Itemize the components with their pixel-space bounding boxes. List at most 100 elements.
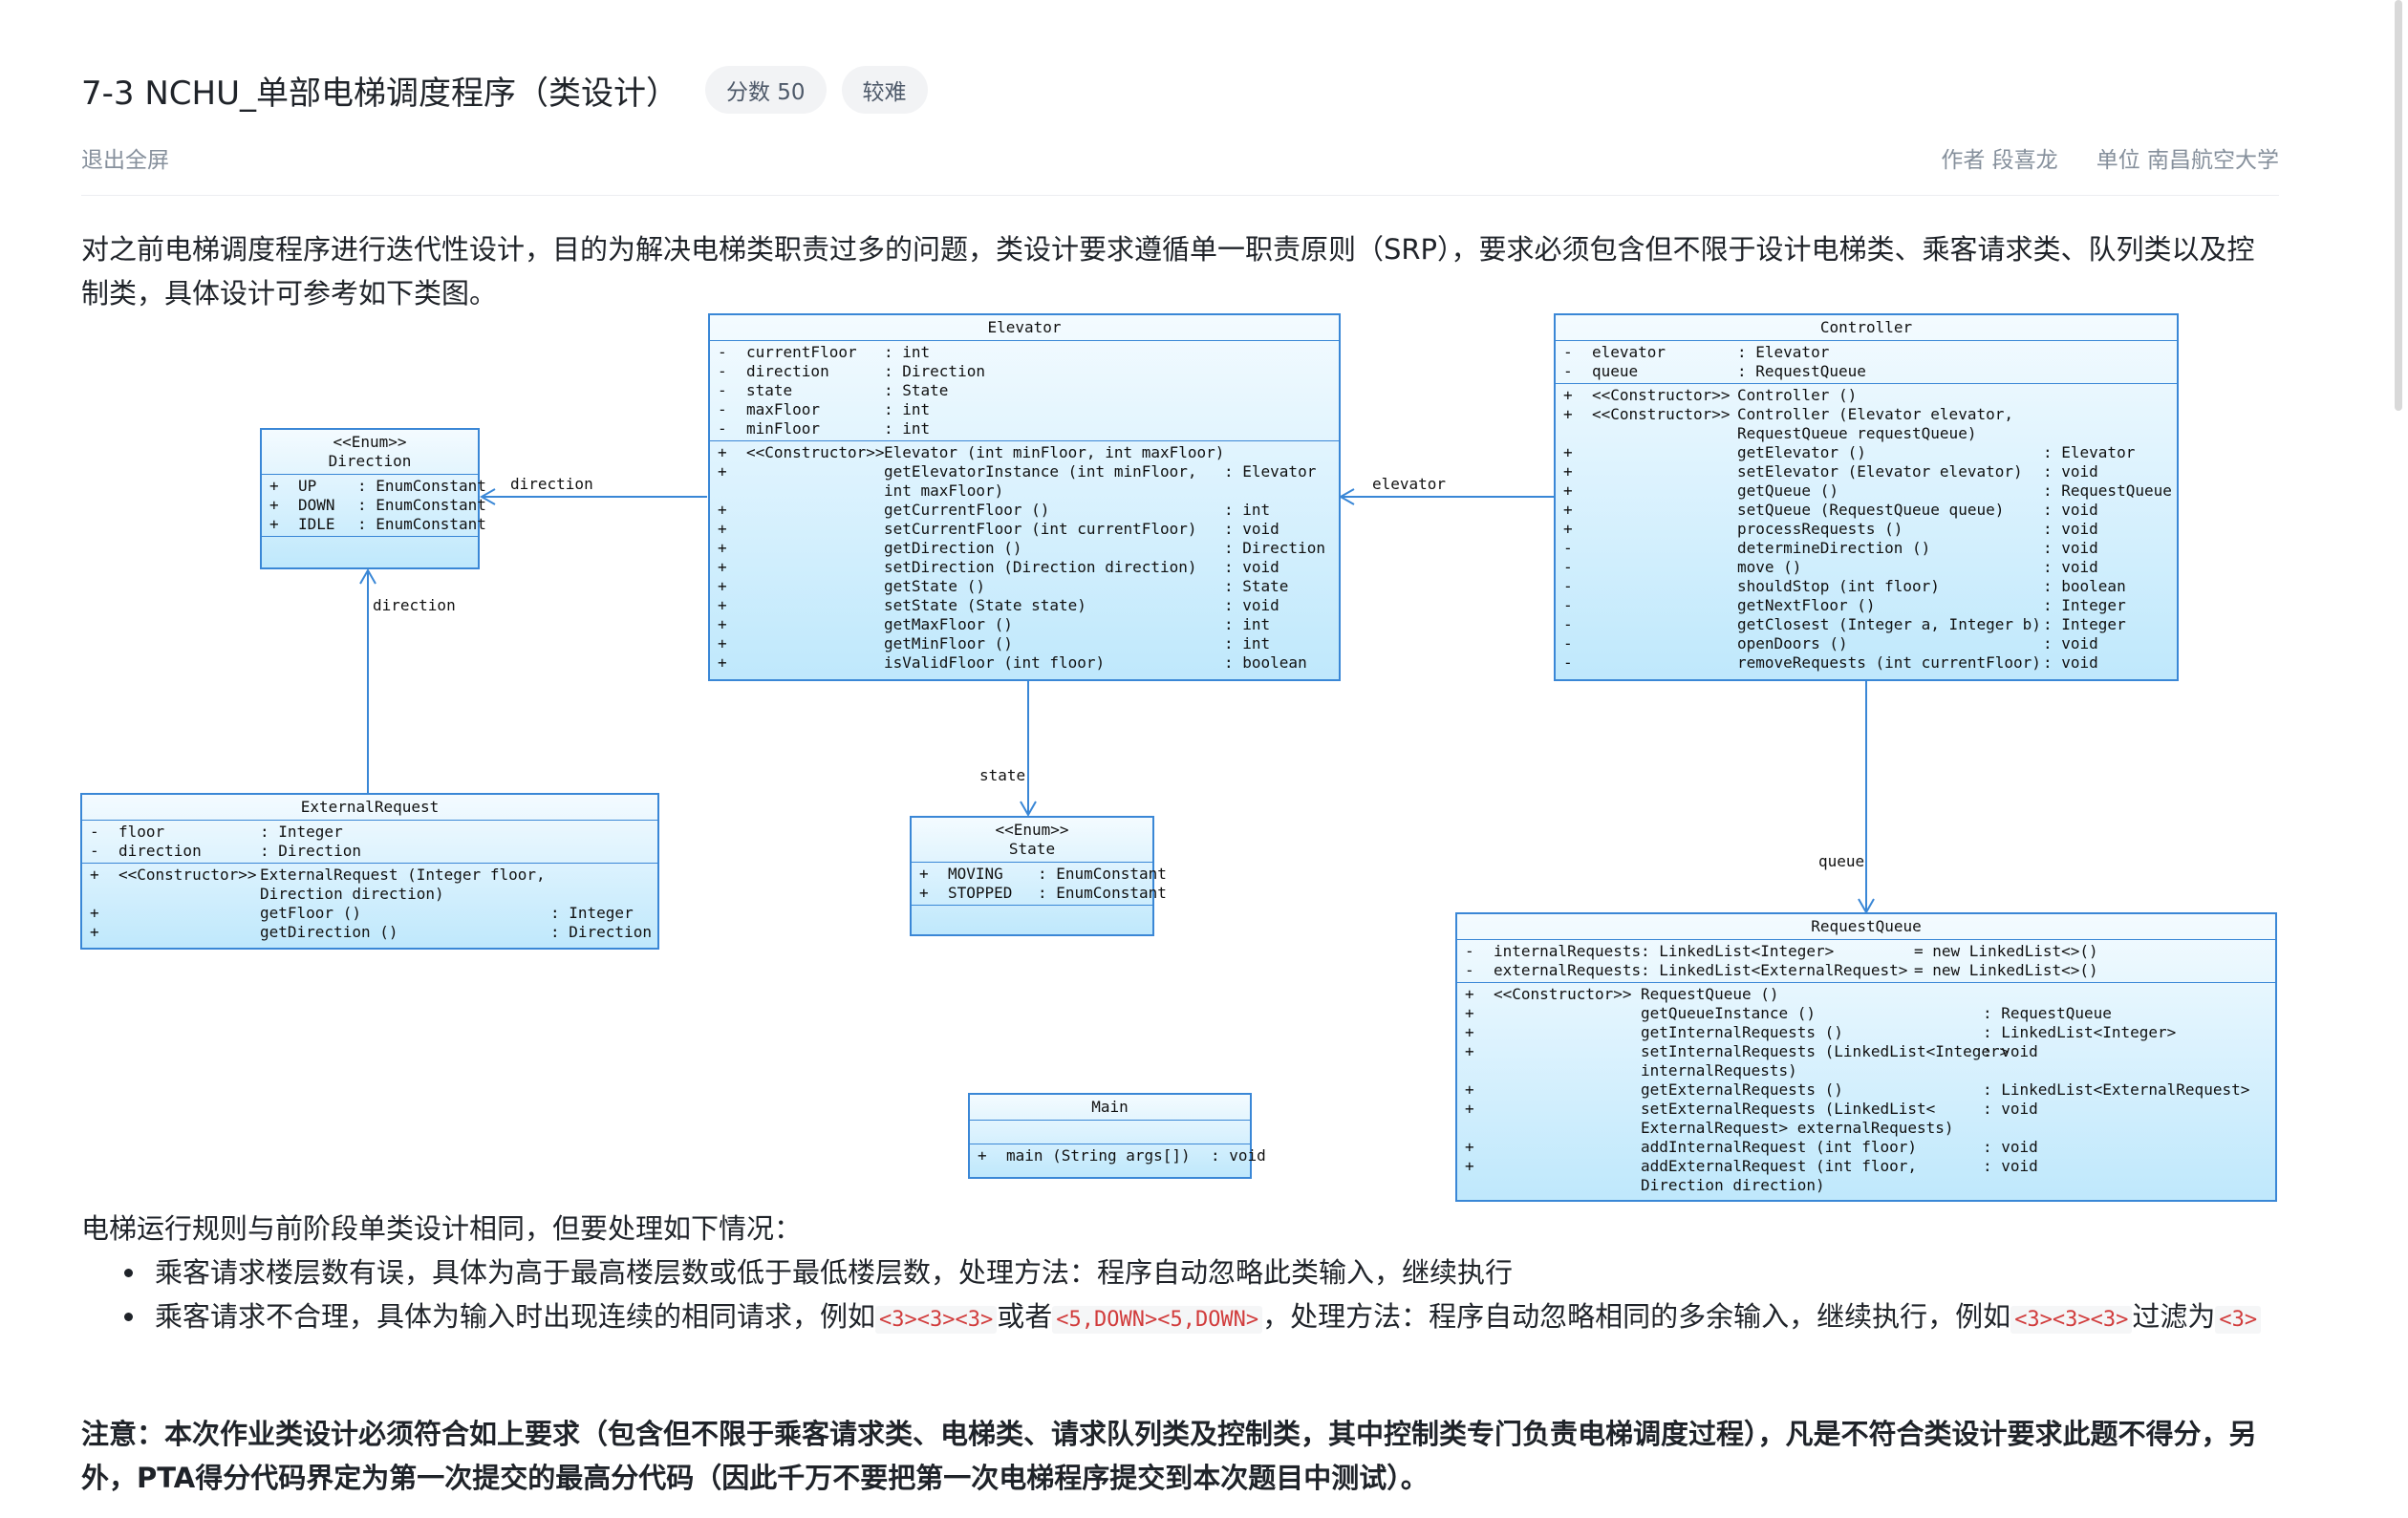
uml-attr-name: floor (118, 823, 165, 841)
uml-stereotype: <<Constructor>> (1592, 405, 1731, 423)
intro-paragraph: 对之前电梯调度程序进行迭代性设计，目的为解决电梯类职责过多的问题，类设计要求遵循… (81, 233, 2255, 310)
uml-method-signature: RequestQueue requestQueue) (1737, 424, 1977, 442)
uml-attr-type: : Elevator (1737, 343, 1830, 361)
uml-method-signature: Direction direction) (260, 885, 444, 903)
edge-label-direction-1: direction (510, 475, 593, 493)
uml-method-signature: ExternalRequest> externalRequests) (1641, 1119, 1954, 1137)
uml-visibility: + (718, 596, 727, 614)
uml-row: +getDirection (): Direction (82, 923, 657, 942)
uml-return-type: : RequestQueue (1983, 1004, 2112, 1022)
class-main: Main+main (String args[]): void (968, 1093, 1266, 1179)
uml-attr-type: : LinkedList<Integer> (1641, 942, 1835, 960)
uml-visibility: - (718, 419, 727, 438)
uml-visibility: + (1563, 462, 1573, 481)
uml-method-signature: setCurrentFloor (int currentFloor) (884, 520, 1197, 538)
uml-attr-type: : LinkedList<ExternalRequest> (1641, 961, 1908, 979)
uml-attr-type: : int (884, 343, 931, 361)
edge-label-state: state (979, 766, 1026, 784)
uml-stereotype: <<Constructor>> (118, 866, 257, 884)
class-controller: Controller-elevator: Elevator-queue: Req… (1554, 313, 2179, 681)
rule-item-invalid-floor: 乘客请求楼层数有误，具体为高于最高楼层数或低于最低楼层数，处理方法：程序自动忽略… (124, 1251, 2293, 1294)
uml-return-type: : void (1211, 1146, 1266, 1165)
uml-row: Direction direction) (1457, 1176, 2275, 1195)
uml-return-type: : void (1983, 1157, 2038, 1175)
uml-method-signature: shouldStop (int floor) (1737, 577, 1940, 595)
score-tag: 分数 50 (704, 66, 827, 114)
uml-row: -move (): void (1556, 558, 2177, 577)
uml-row: +<<Constructor>>Controller (Elevator ele… (1556, 405, 2177, 424)
uml-class-header: <<Enum>>Direction (262, 430, 478, 475)
uml-row: +getExternalRequests (): LinkedList<Exte… (1457, 1080, 2275, 1100)
uml-method-signature: Direction direction) (1641, 1176, 1825, 1194)
uml-class-header: Controller (1556, 315, 2177, 341)
uml-attributes: +MOVING: EnumConstant+STOPPED: EnumConst… (912, 863, 1167, 906)
uml-stereotype: <<Enum>> (333, 433, 407, 451)
rule-text: 乘客请求楼层数有误，具体为高于最高楼层数或低于最低楼层数，处理方法：程序自动忽略… (155, 1256, 1514, 1289)
uml-attr-name: queue (1592, 362, 1639, 380)
uml-method-signature: determineDirection () (1737, 539, 1931, 557)
scrollbar-thumb[interactable] (2395, 0, 2402, 411)
uml-attr-name: direction (118, 842, 202, 860)
uml-method-signature: addExternalRequest (int floor, (1641, 1157, 1917, 1175)
uml-return-type: : Direction (550, 923, 652, 941)
uml-row: -getNextFloor (): Integer (1556, 596, 2177, 615)
uml-visibility: + (718, 653, 727, 672)
uml-method-signature: getMaxFloor () (884, 615, 1013, 633)
class-direction: <<Enum>>Direction +UP: EnumConstant+DOWN:… (260, 428, 486, 569)
uml-attributes: +UP: EnumConstant+DOWN: EnumConstant+IDL… (262, 475, 486, 537)
uml-row: +UP: EnumConstant (262, 477, 486, 496)
uml-visibility: + (718, 615, 727, 633)
exit-fullscreen-button[interactable]: 退出全屏 (81, 148, 169, 173)
uml-row: +setExternalRequests (LinkedList<: void (1457, 1100, 2275, 1119)
class-elevator: Elevator-currentFloor: int-direction: Di… (708, 313, 1341, 681)
uml-attr-default: = new LinkedList<>() (1914, 942, 2098, 960)
uml-visibility: + (269, 515, 279, 533)
uml-visibility: - (1563, 558, 1573, 576)
uml-row: +setQueue (RequestQueue queue): void (1556, 501, 2177, 520)
uml-visibility: + (718, 558, 727, 576)
uml-row: +DOWN: EnumConstant (262, 496, 486, 515)
uml-row: internalRequests) (1457, 1061, 2275, 1080)
uml-attr-type: : RequestQueue (1737, 362, 1866, 380)
uml-row: +processRequests (): void (1556, 520, 2177, 539)
uml-method-signature: openDoors () (1737, 634, 1848, 652)
uml-return-type: : int (1224, 634, 1271, 652)
class-request-queue: RequestQueue-internalRequests: LinkedLis… (1455, 912, 2277, 1202)
uml-return-type: : boolean (1224, 653, 1307, 672)
uml-return-type: : void (1224, 520, 1279, 538)
uml-attr-type: : Integer (260, 823, 343, 841)
uml-visibility: - (1563, 653, 1573, 672)
uml-row: -determineDirection (): void (1556, 539, 2177, 558)
uml-attr-name: currentFloor (746, 343, 857, 361)
uml-method-signature: setQueue (RequestQueue queue) (1737, 501, 2005, 519)
uml-row: +main (String args[]): void (970, 1146, 1266, 1165)
uml-row: +getFloor (): Integer (82, 904, 657, 923)
difficulty-tag: 较难 (841, 66, 928, 114)
uml-visibility: + (1465, 1004, 1474, 1022)
arrowhead-queue (1858, 898, 1875, 915)
uml-method-signature: setInternalRequests (LinkedList<Integer> (1641, 1042, 2010, 1060)
sub-bar: 退出全屏 作者 段喜龙 单位 南昌航空大学 (81, 141, 2279, 176)
uml-return-type: : LinkedList<Integer> (1983, 1023, 2177, 1041)
uml-class-name: Elevator (987, 318, 1062, 336)
uml-method-signature: main (String args[]) (1006, 1146, 1191, 1165)
uml-visibility: - (718, 381, 727, 399)
uml-return-type: : int (1224, 615, 1271, 633)
uml-row: +MOVING: EnumConstant (912, 865, 1167, 884)
uml-visibility: - (1563, 343, 1573, 361)
uml-method-signature: setState (State state) (884, 596, 1086, 614)
problem-header: 7-3 NCHU_单部电梯调度程序（类设计） 分数 50 较难 (81, 61, 2279, 118)
uml-row: +setDirection (Direction direction): voi… (710, 558, 1339, 577)
uml-row: +setCurrentFloor (int currentFloor): voi… (710, 520, 1339, 539)
uml-return-type: : RequestQueue (2043, 481, 2172, 500)
uml-visibility: - (718, 400, 727, 418)
uml-class-header: ExternalRequest (82, 795, 657, 821)
uml-visibility: + (1563, 386, 1573, 404)
uml-row: -elevator: Elevator (1556, 343, 2177, 362)
uml-attr-name: externalRequests (1494, 961, 1642, 979)
uml-visibility: - (1563, 577, 1573, 595)
uml-visibility: - (90, 823, 99, 841)
uml-method-signature: setDirection (Direction direction) (884, 558, 1197, 576)
uml-class-header: Elevator (710, 315, 1339, 341)
uml-row: +addExternalRequest (int floor,: void (1457, 1157, 2275, 1176)
